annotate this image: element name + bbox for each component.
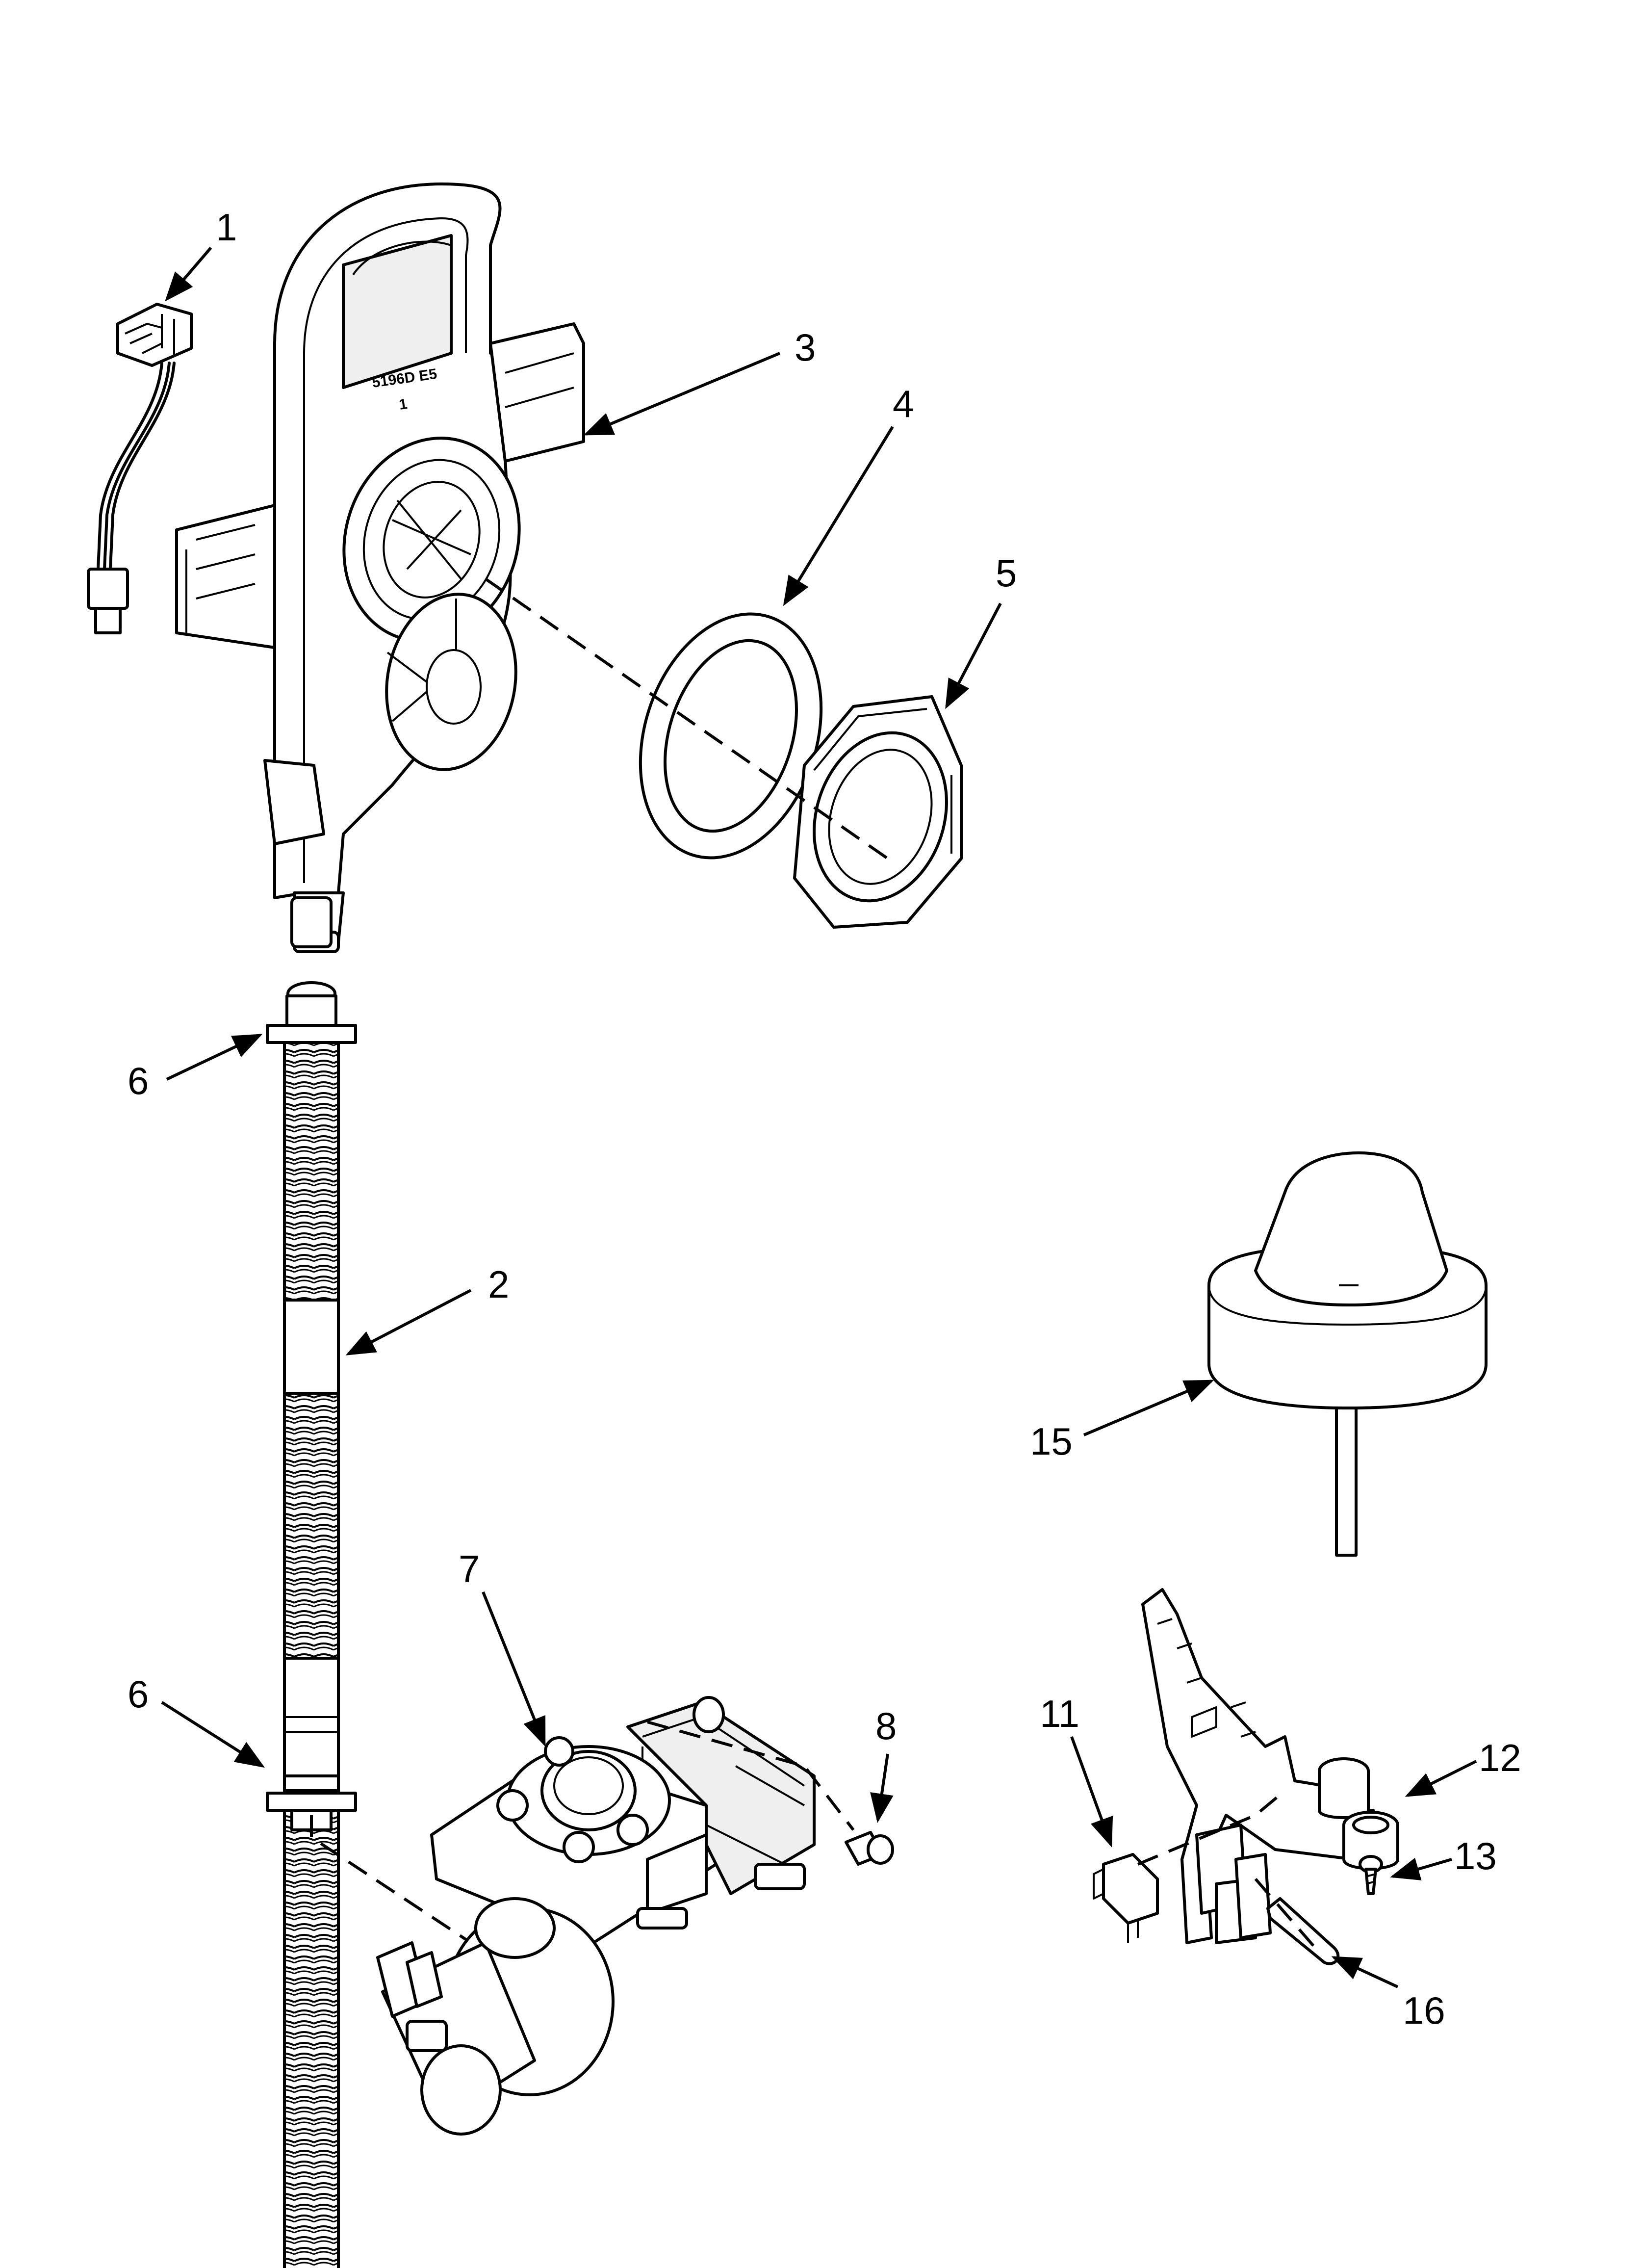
leader-arrows	[161, 247, 1477, 1988]
callout-label-15: 15	[1030, 1420, 1073, 1463]
callout-label-13: 13	[1454, 1834, 1497, 1877]
callout-arrow-4	[783, 426, 894, 606]
callout-arrow-6a	[166, 1034, 263, 1081]
callout-label-3: 3	[795, 326, 816, 369]
callout-arrow-15	[1083, 1380, 1214, 1436]
fill-hose-part	[266, 896, 357, 2268]
callout-arrow-3	[583, 352, 781, 436]
callout-arrow-16	[1331, 1956, 1399, 1988]
callout-label-6b: 6	[128, 1672, 149, 1716]
callout-arrow-7	[482, 1591, 546, 1747]
callout-arrow-5	[945, 602, 1002, 709]
callout-arrow-1	[165, 247, 212, 302]
part-stamp-number: 1	[398, 396, 408, 413]
float-part	[1207, 1151, 1488, 1557]
callout-label-5: 5	[996, 551, 1017, 595]
callout-arrow-11	[1070, 1736, 1113, 1848]
callout-label-12: 12	[1479, 1736, 1521, 1779]
screw-part	[845, 1831, 894, 1866]
callout-label-1: 1	[216, 206, 237, 249]
gasket-ring-part	[639, 612, 823, 860]
vent-housing-part: 5196D E5 1	[175, 182, 585, 953]
water-valve-part	[376, 1696, 816, 2136]
callout-label-11: 11	[1040, 1692, 1079, 1735]
callout-arrow-12	[1405, 1760, 1477, 1797]
wire-harness-part	[87, 303, 193, 634]
callout-arrow-6b	[161, 1701, 265, 1768]
callout-label-8: 8	[875, 1704, 897, 1747]
callout-label-7: 7	[459, 1547, 480, 1590]
screw-small-part	[1359, 1855, 1383, 1895]
hex-nut-part	[793, 695, 963, 929]
micro-switch-part	[1093, 1853, 1159, 1943]
callout-label-2: 2	[488, 1263, 509, 1306]
callout-label-6a: 6	[128, 1059, 149, 1102]
callout-label-4: 4	[893, 382, 914, 425]
callout-arrow-13	[1390, 1857, 1452, 1880]
lever-part	[1266, 1897, 1340, 1965]
callout-arrow-8	[870, 1753, 894, 1823]
callout-label-16: 16	[1403, 1989, 1445, 2032]
float-switch-bracket-part	[1141, 1588, 1399, 1944]
callout-labels: 1 2 3 4 5 6 6 7 8 11 12 13 15 16	[128, 206, 1521, 2032]
callout-arrow-2	[345, 1289, 472, 1356]
